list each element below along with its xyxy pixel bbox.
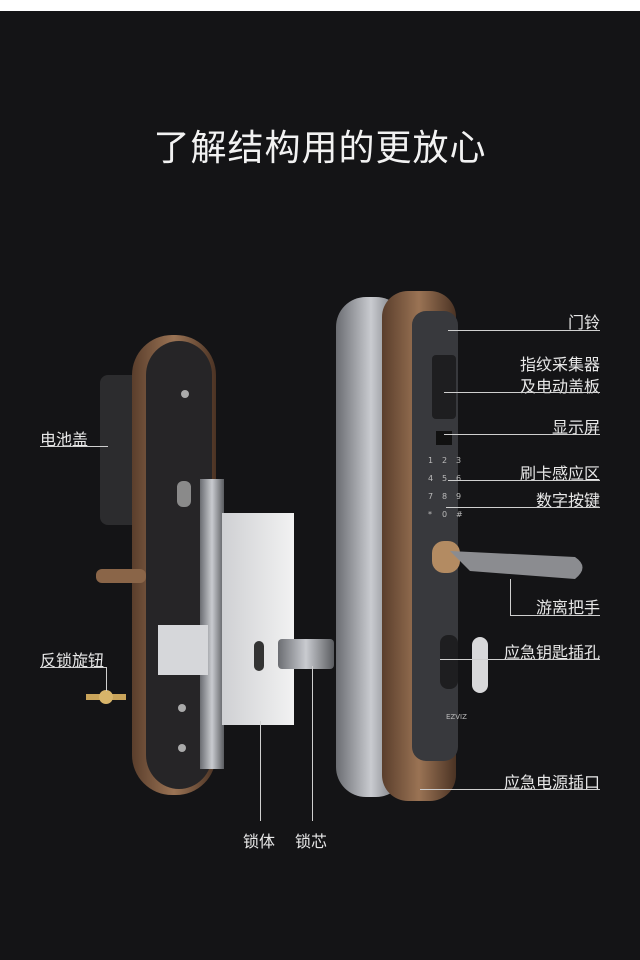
key-2[interactable]: 2: [442, 456, 447, 465]
key-0[interactable]: 0: [442, 510, 447, 519]
callout-emergency-power: 应急电源插口: [503, 773, 600, 792]
key-7[interactable]: 7: [428, 492, 433, 501]
lock-body-part: [200, 479, 224, 769]
key-1[interactable]: 1: [428, 456, 433, 465]
keypad: 1 2 3 4 5 6 7 8 9 * 0 #: [428, 456, 463, 519]
callout-handle: 游离把手: [535, 598, 600, 617]
callout-lock-body: 锁体: [243, 832, 276, 851]
callout-fingerprint-2: 及电动盖板: [519, 377, 600, 396]
key-3[interactable]: 3: [456, 456, 461, 465]
key-star[interactable]: *: [428, 510, 432, 519]
callout-fingerprint-1: 指纹采集器: [519, 355, 600, 374]
callout-emergency-key: 应急钥匙插孔: [503, 643, 600, 662]
key-8[interactable]: 8: [442, 492, 447, 501]
key-6[interactable]: 6: [456, 474, 461, 483]
key-5[interactable]: 5: [442, 474, 447, 483]
smart-lock-exploded-illustration: 1 2 3 4 5 6 7 8 9 * 0 # EZVIZ: [86, 291, 583, 801]
callout-doorbell: 门铃: [567, 313, 600, 332]
callout-card-reader: 刷卡感应区: [519, 464, 600, 483]
lock-cylinder-part: [278, 639, 334, 669]
callout-keypad: 数字按键: [535, 491, 600, 510]
callout-anti-lock-knob: 反锁旋钮: [40, 651, 105, 670]
battery-cover-part: [100, 375, 142, 525]
key-hash[interactable]: #: [456, 510, 463, 519]
page-title: 了解结构用的更放心: [153, 128, 487, 169]
brand-logo: EZVIZ: [446, 713, 467, 721]
callout-battery-cover: 电池盖: [40, 430, 89, 449]
key-4[interactable]: 4: [428, 474, 433, 483]
callout-display: 显示屏: [551, 418, 600, 437]
handle-lever: [450, 551, 583, 579]
key-9[interactable]: 9: [456, 492, 461, 501]
product-diagram: 了解结构用的更放心 1 2: [0, 11, 640, 960]
callout-lock-cylinder: 锁芯: [295, 832, 328, 851]
